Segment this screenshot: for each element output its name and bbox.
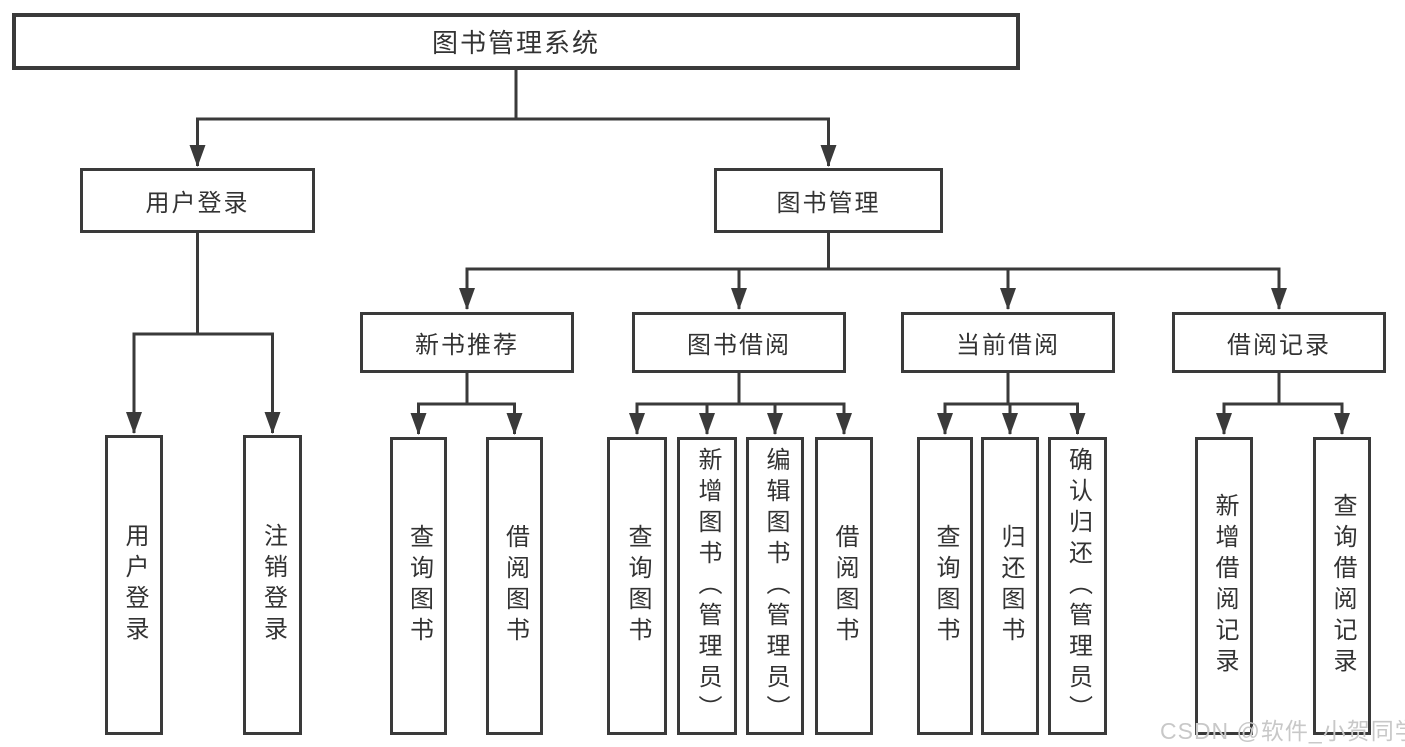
node-current-borrowing: 当前借阅 xyxy=(901,312,1115,373)
node-book-borrowing: 图书借阅 xyxy=(632,312,846,373)
leaf-nb-query-books: 查询图书 xyxy=(390,437,447,735)
leaf-br-query-record: 查询借阅记录 xyxy=(1313,437,1371,735)
leaf-bb-edit-books-admin-label: 编辑图书（管理员） xyxy=(762,446,789,726)
connector-borrow-records xyxy=(1222,373,1344,406)
leaf-cb-return-books: 归还图书 xyxy=(981,437,1039,735)
connector-current-borrowing xyxy=(943,373,1079,406)
leaf-cb-confirm-return-admin-label: 确认归还（管理员） xyxy=(1064,446,1092,726)
csdn-watermark: CSDN @软件_小贺同学 xyxy=(1160,718,1405,744)
leaf-cb-confirm-return-admin: 确认归还（管理员） xyxy=(1048,437,1107,735)
leaf-br-add-record-label: 新增借阅记录 xyxy=(1211,493,1238,679)
connector-book-management xyxy=(465,233,1281,271)
node-user-login: 用户登录 xyxy=(80,168,315,233)
leaf-cb-return-books-label: 归还图书 xyxy=(997,524,1024,648)
leaf-logout-label: 注销登录 xyxy=(259,523,287,647)
node-new-book-recommend: 新书推荐 xyxy=(360,312,574,373)
leaf-bb-borrow-books-label: 借阅图书 xyxy=(831,524,858,648)
connector-root xyxy=(196,70,830,121)
leaf-bb-add-books-admin-label: 新增图书（管理员） xyxy=(694,446,721,726)
leaf-nb-borrow-books: 借阅图书 xyxy=(486,437,543,735)
node-library-management-system: 图书管理系统 xyxy=(12,13,1020,70)
leaf-br-query-record-label: 查询借阅记录 xyxy=(1329,493,1356,679)
leaf-bb-edit-books-admin: 编辑图书（管理员） xyxy=(746,437,804,735)
connector-book-borrowing xyxy=(635,373,846,406)
leaf-bb-query-books: 查询图书 xyxy=(607,437,667,735)
connector-new-book xyxy=(417,373,516,406)
leaf-user-login: 用户登录 xyxy=(105,435,163,735)
leaf-cb-query-books: 查询图书 xyxy=(917,437,973,735)
node-book-management: 图书管理 xyxy=(714,168,943,233)
leaf-bb-query-books-label: 查询图书 xyxy=(624,524,651,648)
leaf-nb-borrow-books-label: 借阅图书 xyxy=(501,524,529,648)
leaf-bb-borrow-books: 借阅图书 xyxy=(815,437,873,735)
leaf-bb-add-books-admin: 新增图书（管理员） xyxy=(677,437,737,735)
leaf-logout: 注销登录 xyxy=(243,435,302,735)
node-borrow-records: 借阅记录 xyxy=(1172,312,1386,373)
leaf-br-add-record: 新增借阅记录 xyxy=(1195,437,1253,735)
leaf-cb-query-books-label: 查询图书 xyxy=(932,524,959,648)
leaf-user-login-label: 用户登录 xyxy=(121,523,148,647)
leaf-nb-query-books-label: 查询图书 xyxy=(405,524,433,648)
connector-user-login xyxy=(132,233,274,336)
